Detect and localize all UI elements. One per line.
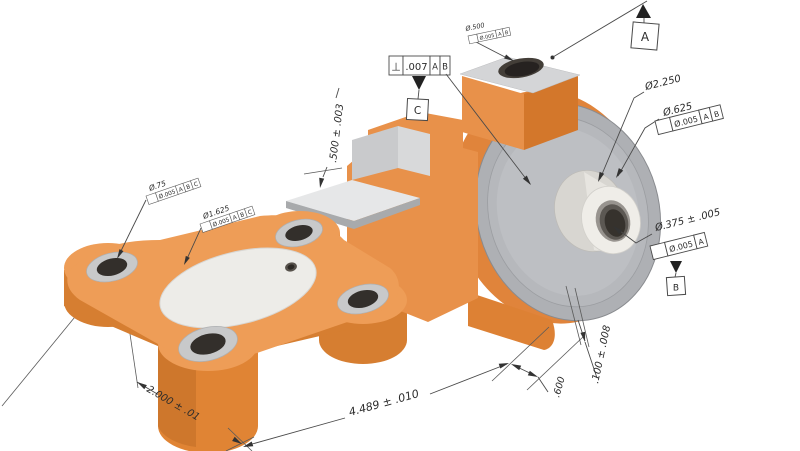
part [64,56,662,451]
step-height-dim: .500 ± .003 [303,87,346,188]
counterbore-hole-tl [86,251,138,283]
flange-thickness-value: .100 ± .008 [590,324,613,384]
hub-depth-value: .600 [551,375,567,398]
datum-a-label: A [641,30,650,44]
svg-text:A: A [697,237,705,247]
svg-text:B: B [442,63,448,73]
fcf-position-375: Ø.005 A [649,231,709,261]
top-hole-diameter: Ø.500 [464,21,486,33]
step-height-value: .500 ± .003 [328,103,346,163]
datum-c-label: C [414,105,421,117]
svg-text:.007: .007 [405,62,427,73]
base-plate-top [64,211,407,371]
datum-c-flag: C [405,76,430,122]
fcf-position-625: Ø.005 A B [654,104,724,136]
svg-text:B: B [504,30,509,37]
top-hole-callout: Ø.500 Ø.005 A B [464,21,514,61]
perpendicularity-icon: ⊥ [391,61,401,74]
svg-text:A: A [498,31,503,38]
svg-text:B: B [240,212,246,219]
svg-text:A: A [178,187,184,194]
svg-text:B: B [713,109,720,119]
machined-recess [159,247,317,329]
machined-step [286,180,420,221]
datum-b-label: B [673,284,679,294]
svg-text:Ø.005: Ø.005 [479,32,495,42]
counterbore-hole-tr [275,218,323,248]
datum-a-flag: A [550,0,660,60]
overall-width-value: 4.489 ± .010 [347,387,420,419]
flange-disc [451,90,662,324]
fcf-perpendicularity: ⊥ .007 A B [388,55,451,76]
svg-text:C: C [247,210,253,217]
fcf-left-boss: Ø.005 A B C [199,205,256,233]
svg-text:A: A [702,112,710,122]
svg-text:A: A [232,215,238,222]
svg-text:A: A [432,63,438,73]
hub-depth-dim: .600 [511,335,585,399]
disc-foot [468,292,555,350]
fcf-top-hole: Ø.005 A B [467,26,512,45]
svg-text:B: B [186,184,192,191]
counterbore-hole-bl [178,326,238,362]
counterbore-hole-br [337,283,389,315]
machined-wall [352,126,398,180]
datum-b-flag: B [665,261,687,297]
top-boss [459,56,581,150]
svg-text:C: C [193,182,199,189]
bore-diameter: Ø.375 ± .005 [653,206,722,234]
disc-diameter: Ø2.250 [643,72,682,93]
